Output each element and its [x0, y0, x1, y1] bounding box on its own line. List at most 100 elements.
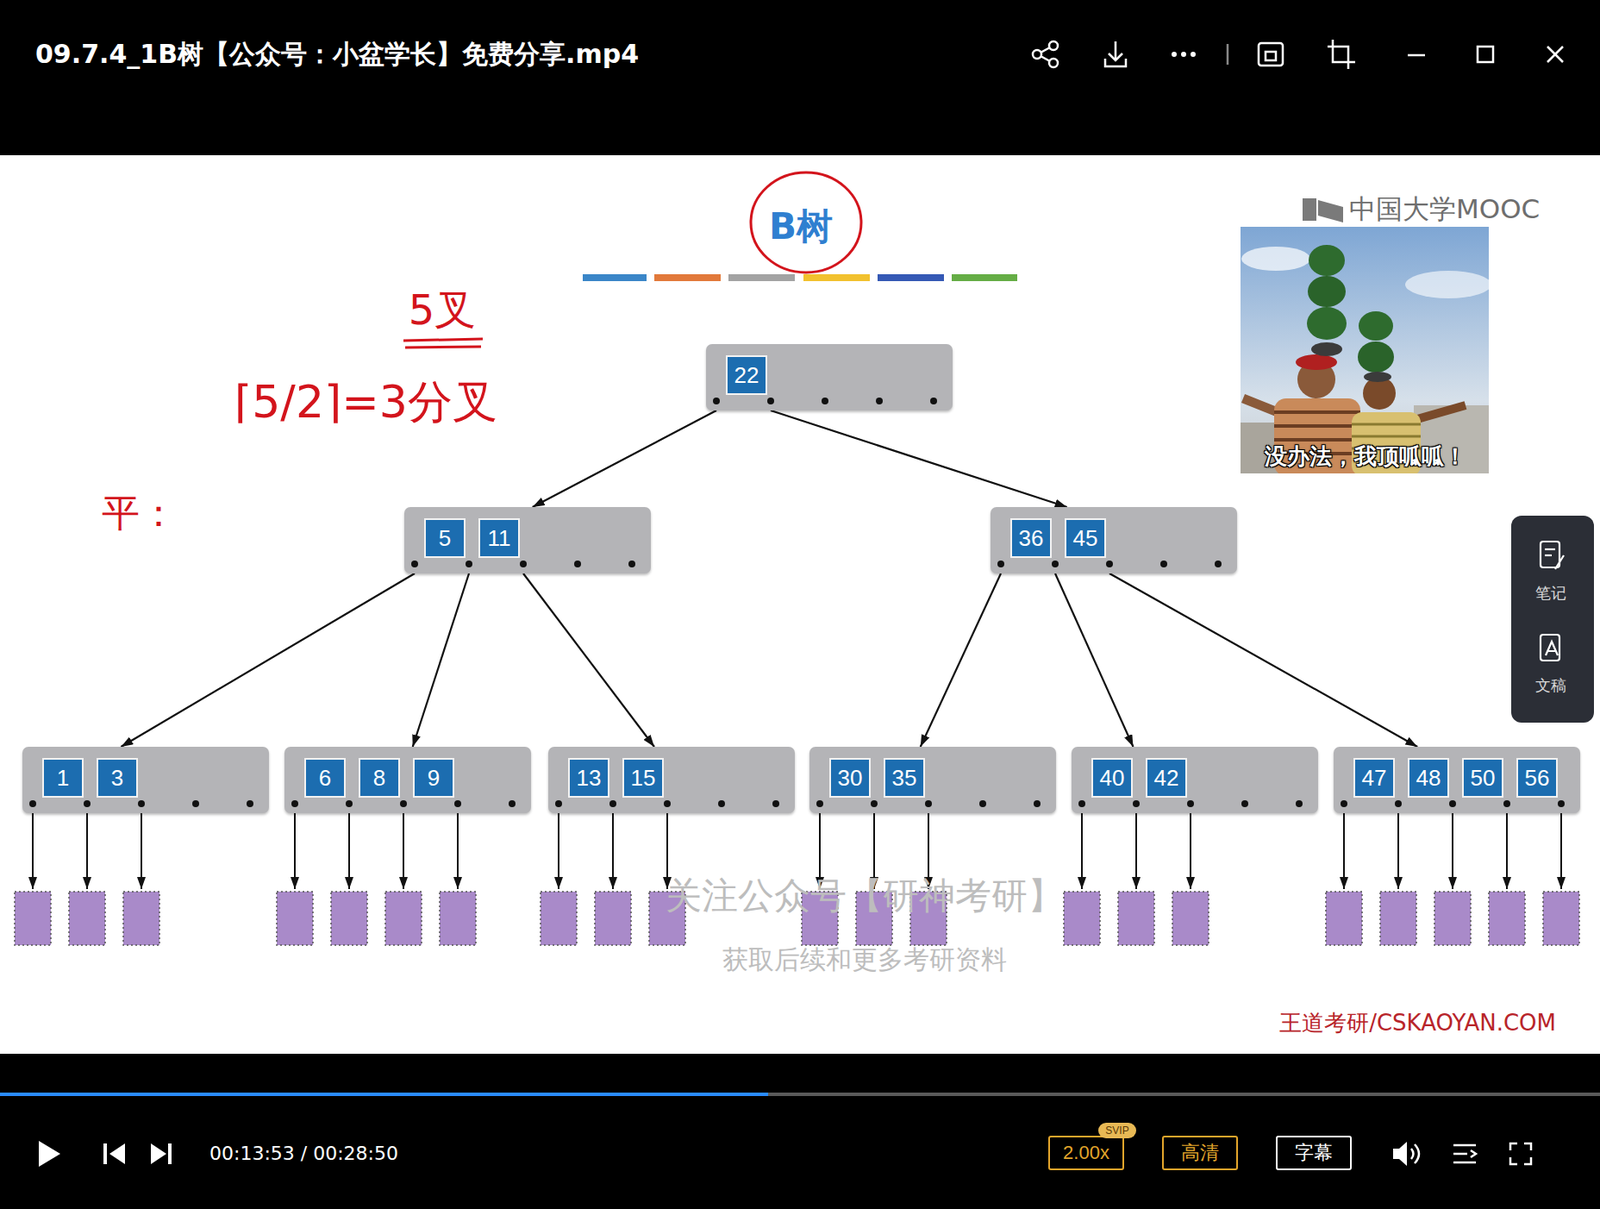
null-pointer-arrow [402, 812, 405, 889]
tree-pointer [532, 410, 717, 507]
key-cell: 1 [42, 757, 84, 798]
progress-track [0, 1092, 1600, 1096]
panel-button: 文稿 [1535, 676, 1567, 695]
key-cell: 30 [829, 757, 871, 798]
pointer-dot [712, 397, 720, 405]
pointer-dot [930, 397, 938, 405]
null-pointer-arrow [140, 812, 143, 889]
title-text: 09.7.4_1B树【公众号：小盆学长】免费分享.mp4 [35, 38, 639, 69]
pointer-dot [411, 560, 419, 568]
button-text: SVIP [1105, 1125, 1129, 1136]
null-pointer-arrow [1189, 812, 1192, 889]
null-pointer-arrow [1343, 812, 1345, 889]
key-cell: 3 [96, 757, 138, 798]
label-text: 笔记 [1535, 583, 1567, 602]
handwritten-underline [403, 338, 483, 348]
key-value: 11 [487, 526, 512, 550]
red-circle [750, 172, 862, 273]
key-cell: 15 [622, 757, 664, 798]
pointer-dot [454, 800, 462, 807]
pointer-dot [767, 397, 775, 405]
pointer-dot [192, 800, 200, 807]
failure-node [540, 891, 577, 945]
site-credit: 王道考研/CSKAOYAN.COM [1279, 1010, 1557, 1037]
key-value: 30 [837, 766, 863, 789]
pointer-dot [519, 560, 527, 568]
null-pointer-arrow [1451, 812, 1454, 889]
null-pointer-arrow [456, 812, 459, 889]
pointer-dot [137, 800, 145, 807]
player-icons [1411, 1143, 1532, 1164]
meme-caption: 没办法，我顶呱呱！ [1264, 443, 1467, 470]
btree-node: 13 [22, 746, 269, 813]
failure-node [1543, 891, 1580, 945]
label-text: 没办法，我顶呱呱！ [1264, 443, 1467, 469]
failure-node [594, 891, 632, 945]
pointer-dot [508, 800, 516, 807]
label-text: B树 [768, 205, 833, 248]
failure-node [385, 891, 422, 945]
key-cell: 50 [1462, 757, 1504, 798]
key-value: 36 [1018, 526, 1044, 550]
key-cell: 5 [424, 518, 466, 558]
failure-node [1325, 891, 1363, 945]
pointer-dot [875, 397, 883, 405]
pointer-dot [925, 800, 932, 807]
null-pointer-arrow [1135, 812, 1138, 889]
pointer-dot [1503, 800, 1511, 807]
failure-node [1380, 891, 1417, 945]
key-cell: 47 [1353, 757, 1395, 798]
progress-fill [0, 1092, 769, 1096]
player-button: 字幕 [1275, 1135, 1352, 1170]
key-cell: 11 [478, 518, 520, 558]
pointer-dot [997, 560, 1005, 568]
button-text: 2.00x [1062, 1143, 1110, 1163]
color-bars [582, 274, 1018, 282]
pointer-dot [1557, 800, 1565, 807]
window-title: 09.7.4_1B树【公众号：小盆学长】免费分享.mp4 [35, 39, 639, 70]
pointer-dot [345, 800, 353, 807]
null-pointer-arrow [86, 812, 88, 889]
edge-group [120, 410, 1418, 747]
key-cell: 56 [1516, 757, 1558, 798]
key-value: 22 [734, 363, 760, 387]
pointer-dot [772, 800, 780, 807]
tree-pointer [523, 573, 655, 747]
null-pointer-arrow [1560, 812, 1563, 889]
pointer-dot [663, 800, 671, 807]
key-value: 47 [1362, 766, 1388, 789]
key-value: 48 [1416, 766, 1442, 789]
button-text: 高清 [1181, 1143, 1219, 1163]
player-controls [38, 1140, 1407, 1167]
key-value: 56 [1525, 766, 1550, 789]
pointer-dot [1394, 800, 1402, 807]
handwritten-note: 平： [101, 491, 178, 536]
null-pointer-arrow [1506, 812, 1508, 889]
pointer-dot [979, 800, 987, 807]
label-text: 平： [101, 490, 178, 535]
pointer-dot [1295, 800, 1303, 807]
pointer-dot [1449, 800, 1457, 807]
null-pointer-arrow [293, 812, 296, 889]
btree-node: 5 11 [404, 506, 651, 574]
tree-pointer [120, 573, 415, 747]
key-value: 1 [56, 766, 69, 789]
pointer-dot [1033, 800, 1041, 807]
pointer-dot [1187, 800, 1194, 807]
pointer-dot [465, 560, 473, 568]
pointer-dot [718, 800, 725, 807]
pointer-dot [870, 800, 878, 807]
null-pointer-arrow [31, 812, 34, 889]
key-cell: 36 [1010, 518, 1052, 558]
key-value: 45 [1073, 526, 1099, 550]
key-cell: 13 [568, 757, 610, 798]
null-pointer-arrow [612, 812, 614, 889]
watermark: 关注公众号【研神考研】 [665, 875, 1064, 917]
key-value: 15 [631, 766, 657, 789]
key-cell: 42 [1145, 757, 1188, 798]
logo-text: 中国大学MOOC [1349, 193, 1540, 225]
handwritten-formula: ⌈5/2⌉=3分叉 [234, 376, 498, 429]
failure-node [1063, 891, 1100, 945]
label-text: 关注公众号【研神考研】 [665, 874, 1064, 917]
